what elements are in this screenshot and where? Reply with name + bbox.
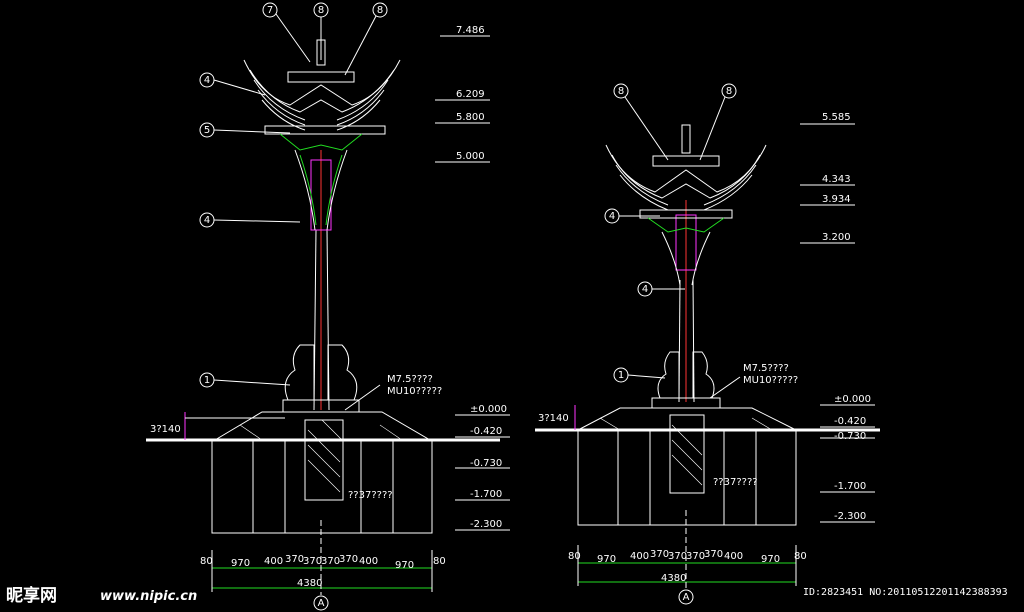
svg-text:400: 400 [630, 551, 649, 562]
svg-text:370: 370 [668, 551, 687, 562]
svg-text:4380: 4380 [661, 573, 686, 584]
svg-text:370: 370 [321, 556, 340, 567]
right-elevation: 8 8 4 4 1 [535, 83, 880, 605]
left-foundation [146, 411, 500, 534]
svg-text:-0.420: -0.420 [470, 426, 502, 437]
left-note-fill: ??37???? [348, 490, 393, 501]
svg-text:-0.730: -0.730 [834, 431, 866, 442]
left-bottom-dims: 80 970 400 370 370 370 370 400 970 80 43… [200, 520, 446, 611]
image-id: ID:2823451 NO:20110512201142388393 [803, 587, 1008, 598]
svg-text:A: A [683, 592, 690, 603]
svg-text:400: 400 [724, 551, 743, 562]
svg-text:±0.000: ±0.000 [470, 404, 507, 415]
left-note-brick: MU10????? [387, 386, 442, 397]
right-roof [605, 144, 767, 286]
svg-text:370: 370 [704, 549, 723, 560]
svg-text:5.000: 5.000 [456, 151, 485, 162]
svg-text:80: 80 [433, 556, 446, 567]
svg-text:-1.700: -1.700 [834, 481, 866, 492]
svg-text:1: 1 [204, 375, 210, 386]
svg-text:970: 970 [395, 560, 414, 571]
right-bottom-dims: 80 970 400 370 370 370 370 400 970 80 43… [568, 510, 807, 605]
svg-text:970: 970 [231, 558, 250, 569]
svg-text:4.343: 4.343 [822, 174, 851, 185]
watermark: 昵享网 www.nipic.cn [6, 585, 197, 606]
svg-text:A: A [318, 598, 325, 609]
svg-text:5.800: 5.800 [456, 112, 485, 123]
svg-text:8: 8 [377, 5, 383, 16]
svg-text:970: 970 [761, 554, 780, 565]
svg-text:-1.700: -1.700 [470, 489, 502, 500]
svg-text:6.209: 6.209 [456, 89, 485, 100]
svg-text:5.585: 5.585 [822, 112, 851, 123]
svg-text:970: 970 [597, 554, 616, 565]
left-roof [243, 59, 401, 231]
svg-text:80: 80 [794, 551, 807, 562]
svg-text:370: 370 [303, 556, 322, 567]
svg-text:4: 4 [642, 284, 648, 295]
svg-text:4: 4 [609, 211, 615, 222]
svg-text:4: 4 [204, 75, 210, 86]
svg-text:8: 8 [318, 5, 324, 16]
left-note-mortar: M7.5???? [387, 374, 433, 385]
svg-text:4380: 4380 [297, 578, 322, 589]
left-elevation: 7 8 8 4 5 4 1 [146, 2, 510, 611]
watermark-url: www.nipic.cn [100, 589, 197, 604]
svg-text:3.934: 3.934 [822, 194, 851, 205]
right-note-mortar: M7.5???? [743, 363, 789, 374]
svg-text:±0.000: ±0.000 [834, 394, 871, 405]
watermark-logo: 昵享网 [6, 585, 57, 606]
right-note-brick: MU10????? [743, 375, 798, 386]
left-level-marks: 7.486 6.209 5.800 5.000 ±0.000 -0.420 -0… [435, 25, 510, 531]
svg-text:8: 8 [726, 86, 732, 97]
svg-text:80: 80 [568, 551, 581, 562]
svg-text:-2.300: -2.300 [470, 519, 502, 530]
svg-text:-2.300: -2.300 [834, 511, 866, 522]
svg-text:400: 400 [264, 556, 283, 567]
right-note-fill: ??37???? [713, 477, 758, 488]
svg-text:400: 400 [359, 556, 378, 567]
svg-text:-0.420: -0.420 [834, 416, 866, 427]
svg-text:7.486: 7.486 [456, 25, 485, 36]
svg-text:80: 80 [200, 556, 213, 567]
svg-text:370: 370 [285, 554, 304, 565]
svg-text:-0.730: -0.730 [470, 458, 502, 469]
svg-text:3.200: 3.200 [822, 232, 851, 243]
svg-text:7: 7 [267, 5, 273, 16]
svg-text:4: 4 [204, 215, 210, 226]
svg-text:370: 370 [339, 554, 358, 565]
right-level-marks: 5.585 4.343 3.934 3.200 ±0.000 -0.420 -0… [800, 112, 875, 523]
left-ground-label: 3?140 [150, 424, 181, 435]
right-ground-label: 3?140 [538, 413, 569, 424]
right-foundation [535, 407, 880, 526]
svg-text:5: 5 [204, 125, 210, 136]
left-callouts: 7 8 8 4 5 4 1 [199, 2, 388, 388]
right-pole [675, 124, 697, 403]
svg-text:8: 8 [618, 86, 624, 97]
svg-text:1: 1 [618, 370, 624, 381]
svg-text:370: 370 [650, 549, 669, 560]
right-callouts: 8 8 4 4 1 [604, 83, 737, 383]
svg-text:370: 370 [686, 551, 705, 562]
